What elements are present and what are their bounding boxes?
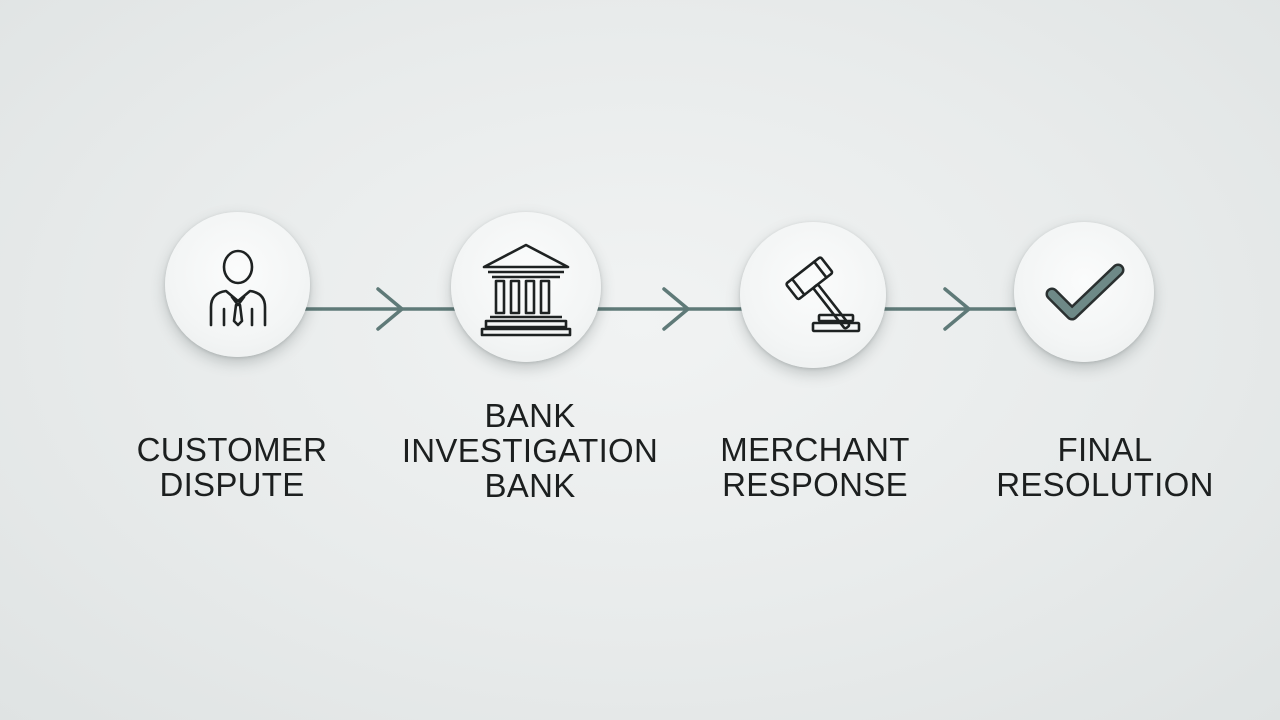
- step-1-label: CUSTOMER DISPUTE: [112, 432, 352, 502]
- checkmark-icon: [1045, 263, 1125, 321]
- step-3-circle: [740, 222, 886, 368]
- step-4-label-line-2: RESOLUTION: [996, 466, 1214, 503]
- step-4-circle: [1014, 222, 1154, 362]
- arrow-3-icon: [943, 287, 971, 331]
- step-1-circle: [165, 212, 310, 357]
- step-3-label-line-1: MERCHANT: [720, 431, 910, 468]
- person-icon: [209, 249, 266, 326]
- step-2-label: BANK INVESTIGATION BANK: [380, 398, 680, 503]
- step-4-label: FINAL RESOLUTION: [970, 432, 1240, 502]
- arrow-2-icon: [662, 287, 690, 331]
- step-2-label-line-2: INVESTIGATION: [401, 432, 659, 469]
- step-1-label-line-1: CUSTOMER: [136, 431, 328, 468]
- arrow-1-icon: [376, 287, 404, 331]
- step-4-label-line-1: FINAL: [1057, 431, 1153, 468]
- step-2-label-line-3: BANK: [484, 467, 576, 504]
- step-3-label: MERCHANT RESPONSE: [695, 432, 935, 502]
- gavel-icon: [785, 256, 861, 333]
- step-2-label-line-1: BANK: [484, 397, 576, 434]
- bank-icon: [480, 243, 572, 337]
- step-2-circle: [451, 212, 601, 362]
- step-1-label-line-2: DISPUTE: [159, 466, 305, 503]
- step-3-label-line-2: RESPONSE: [722, 466, 908, 503]
